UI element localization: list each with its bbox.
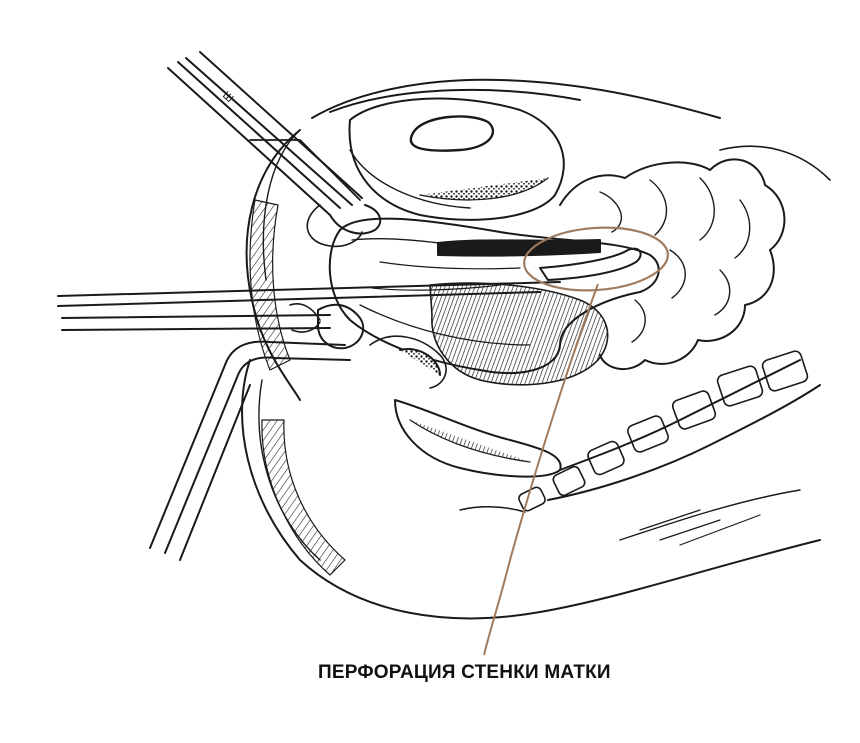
- bladder: [348, 97, 565, 221]
- speculum-blade: [149, 340, 351, 561]
- sacrum: [559, 359, 801, 471]
- forceps-instrument: [167, 51, 382, 248]
- bladder-lumen: [409, 115, 494, 152]
- rectum: [429, 282, 609, 386]
- uterine-cavity: [437, 239, 601, 257]
- pelvic-cavity-outline: [245, 129, 301, 401]
- perforation-highlight-ellipse: [523, 226, 669, 292]
- vertebrae: [518, 350, 809, 512]
- bowel-loops: [559, 158, 786, 370]
- anal-canal: [394, 399, 562, 478]
- caption-leader-line: [483, 283, 599, 656]
- uterine-probe: [57, 281, 561, 331]
- cervix: [317, 303, 365, 350]
- abdominal-wall-outline: [311, 78, 721, 119]
- lower-body-curve: [241, 359, 821, 620]
- probe-tip: [539, 247, 642, 281]
- caption-perforation-label: ПЕРФОРАЦИЯ СТЕНКИ МАТКИ: [318, 662, 611, 683]
